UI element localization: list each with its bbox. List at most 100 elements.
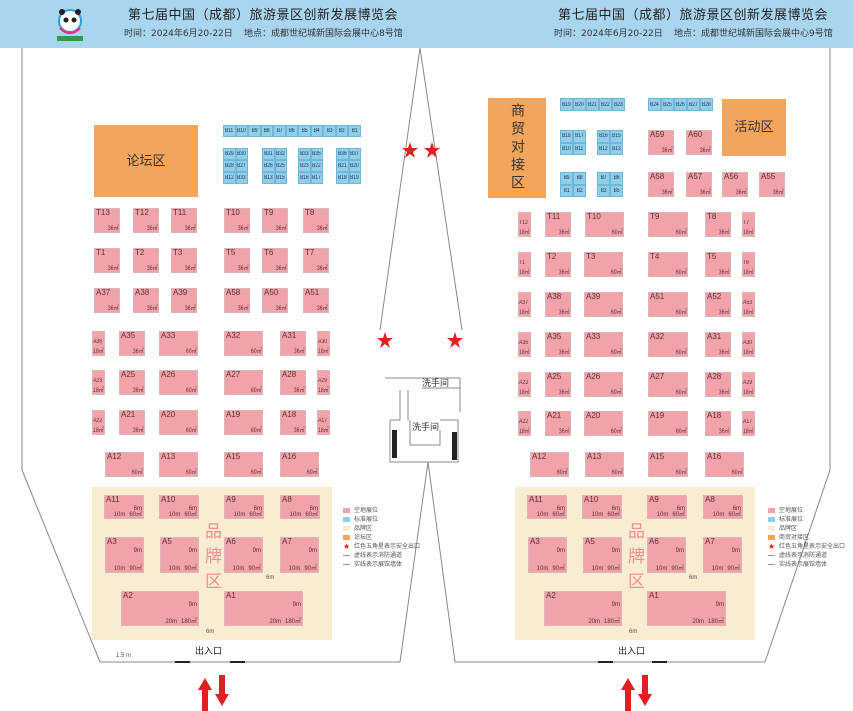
standard-booth[interactable]: B30 (235, 148, 248, 160)
standard-booth[interactable]: B5 (610, 184, 623, 197)
standard-booth[interactable]: B27 (687, 98, 700, 111)
standard-booth[interactable]: B29 (223, 148, 236, 160)
standard-booth[interactable]: B6 (610, 172, 623, 185)
standard-booth[interactable]: B7 (273, 125, 286, 137)
standard-booth[interactable]: B32 (274, 148, 287, 160)
standard-booth[interactable]: B3 (323, 125, 336, 137)
standard-booth[interactable]: B15 (610, 130, 623, 143)
standard-booth[interactable]: B23 (612, 98, 625, 111)
standard-booth[interactable]: B8 (260, 125, 273, 137)
standard-booth[interactable]: B28 (700, 98, 713, 111)
standard-booth[interactable]: B27 (235, 160, 248, 172)
standard-booth[interactable]: B9 (560, 172, 573, 185)
standard-booth[interactable]: B24 (648, 98, 661, 111)
standard-booth[interactable]: B33 (298, 148, 311, 160)
standard-booth[interactable]: B31 (262, 148, 275, 160)
standard-booth[interactable]: B26 (262, 160, 275, 172)
standard-booth[interactable]: B7 (597, 172, 610, 185)
standard-booth[interactable]: B35 (310, 148, 323, 160)
standard-booth[interactable]: B21 (586, 98, 599, 111)
standard-booth[interactable]: B22 (599, 98, 612, 111)
standard-booth[interactable]: B1 (348, 125, 361, 137)
standard-booth[interactable]: B13 (610, 142, 623, 155)
zone-1[interactable]: 论坛区 (94, 125, 198, 197)
zone-2[interactable]: 活动区 (722, 99, 786, 156)
standard-booth[interactable]: B2 (335, 125, 348, 137)
standard-booth[interactable]: B16 (597, 130, 610, 143)
standard-booth[interactable]: B19 (348, 172, 361, 184)
standard-booth[interactable]: B11 (223, 125, 236, 137)
standard-booth[interactable]: B26 (674, 98, 687, 111)
standard-booth[interactable]: B10 (560, 142, 573, 155)
standard-booth[interactable]: B6 (285, 125, 298, 137)
standard-booth[interactable]: B21 (336, 160, 349, 172)
standard-booth[interactable]: B36 (336, 148, 349, 160)
standard-booth[interactable]: B16 (298, 172, 311, 184)
standard-booth[interactable]: B22 (310, 160, 323, 172)
